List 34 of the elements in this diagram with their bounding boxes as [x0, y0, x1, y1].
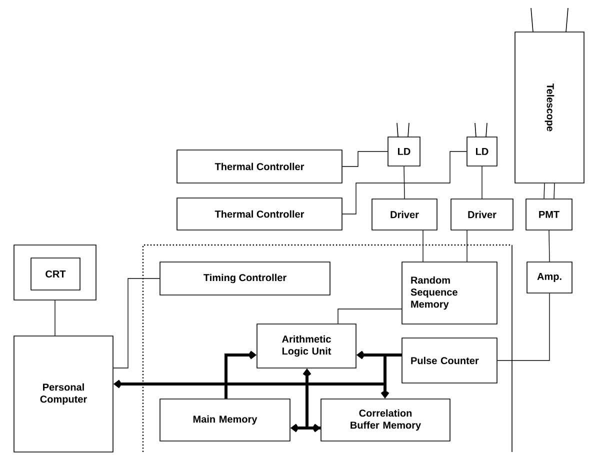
- driver-box: Driver: [372, 198, 438, 230]
- controller-box: Thermal Controller: [176, 198, 342, 230]
- screen-box: CRT: [30, 258, 80, 290]
- laser-diode-box: LD: [466, 122, 498, 166]
- counter-box: Pulse Counter: [402, 338, 498, 384]
- connector: [54, 300, 56, 336]
- driver-box: Driver: [450, 198, 514, 230]
- amplifier-box: Amp.: [526, 262, 572, 294]
- connector: [224, 350, 257, 399]
- memory-box: Correlation Buffer Memory: [320, 398, 450, 442]
- connector: [342, 151, 388, 167]
- telescope-box: Telescope: [514, 8, 584, 184]
- memory-box: Main Memory: [160, 398, 290, 442]
- controller-box: Thermal Controller: [176, 150, 342, 184]
- logic-unit-box: Arithmetic Logic Unit: [256, 324, 356, 368]
- connector: [422, 230, 424, 262]
- memory-box: Random Sequence Memory: [402, 262, 498, 324]
- computer-box: Personal Computer: [14, 336, 114, 452]
- connector: [302, 368, 321, 430]
- connector: [497, 293, 550, 361]
- dotted-frame: [142, 244, 512, 452]
- connector: [548, 230, 550, 262]
- connector: [113, 278, 160, 368]
- connector: [290, 424, 321, 432]
- connector: [342, 151, 467, 214]
- connector: [338, 308, 402, 324]
- detector-box: PMT: [526, 198, 572, 230]
- laser-diode-box: LD: [388, 122, 420, 166]
- monitor-box: [14, 244, 96, 300]
- connector: [113, 354, 402, 388]
- controller-box: Timing Controller: [160, 262, 330, 296]
- connector: [404, 166, 405, 199]
- connector: [466, 230, 468, 262]
- connector: [544, 183, 555, 199]
